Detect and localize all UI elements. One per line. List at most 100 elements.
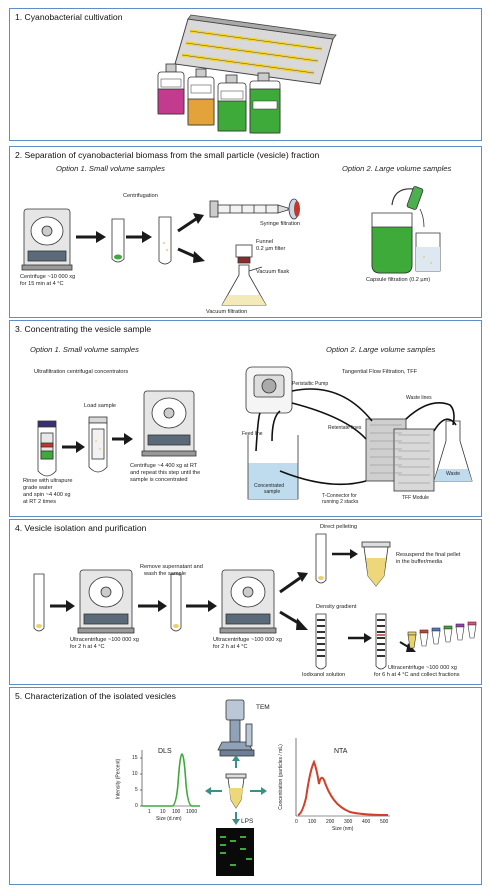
- direct-pelleting-label: Direct pelleting: [320, 524, 357, 530]
- dls-label: DLS: [158, 748, 172, 755]
- nta-xtick: 100: [308, 819, 317, 825]
- panel-title: 4. Vesicle isolation and purification: [15, 523, 147, 533]
- ultracentrifuge-1-a: Ultracentrifuge ~100 000 xg: [70, 637, 139, 643]
- nta-x-axis-label: Size (nm): [332, 826, 354, 832]
- arrow-icon: [62, 433, 133, 453]
- syringe-icon: [209, 198, 300, 220]
- centrifugation-label: Centrifugation: [123, 193, 158, 199]
- separation-illustration: [21, 186, 441, 306]
- dls-xtick: 1000: [186, 809, 198, 815]
- dls-xtick: 1: [148, 809, 151, 815]
- remove-supernatant-a: Remove supernatant and: [140, 564, 203, 570]
- option-1-label: Option 1. Small volume samples: [56, 164, 165, 173]
- culture-bottle-icon: [187, 68, 215, 126]
- panel-title: 1. Cyanobacterial cultivation: [15, 12, 123, 22]
- concentrating-illustration: [37, 366, 473, 500]
- concentrated-a: Concentrated: [254, 483, 285, 489]
- concentrator-tube-icon: [37, 420, 57, 477]
- culture-bottle-icon: [249, 72, 281, 134]
- feed-line-label: Feed line: [242, 431, 263, 437]
- characterization-illustration: [140, 699, 390, 876]
- dls-curve: [142, 753, 200, 807]
- centrifuge-icon: [219, 569, 277, 634]
- nta-label: NTA: [334, 748, 348, 755]
- remove-supernatant-b: wash the sample: [144, 571, 186, 577]
- tconnector-b: running 2 stacks: [322, 499, 359, 505]
- dls-xtick: 100: [172, 809, 181, 815]
- filter-label: 0.2 µm filter: [256, 246, 286, 252]
- funnel-label: Funnel: [256, 239, 274, 245]
- syringe-label: Syringe filtration: [260, 221, 301, 227]
- ultracentrifuge-3-b: for 6 h at 4 °C and collect fractions: [374, 672, 460, 678]
- ultracentrifuge-2-a: Ultracentrifuge ~100 000 xg: [213, 637, 282, 643]
- microscope-icon: [217, 699, 255, 757]
- tff-module-label: TFF Module: [402, 495, 429, 501]
- gradient-tube-icon: [375, 613, 387, 670]
- waste-label: Waste: [446, 471, 460, 477]
- capsule-label: Capsule filtration (0.2 µm): [366, 277, 431, 283]
- lps-gel-icon: [216, 828, 254, 876]
- culture-bottle-icon: [217, 74, 247, 132]
- ultracentrifuge-3-a: Ultracentrifuge ~100 000 xg: [388, 665, 457, 671]
- tem-label: TEM: [256, 704, 270, 711]
- lps-label: LPS: [241, 818, 254, 825]
- centrifuge-icon: [141, 390, 197, 457]
- capsule-filtration-icon: [371, 186, 441, 274]
- dls-xtick: 10: [160, 809, 166, 815]
- peristaltic-pump-icon: [245, 366, 293, 414]
- pump-label: Peristaltic Pump: [292, 381, 329, 387]
- tube-icon: [315, 533, 327, 584]
- tff-module-icon: [365, 418, 435, 492]
- density-gradient-label: Density gradient: [316, 604, 357, 610]
- panel-title: 3. Concentrating the vesicle sample: [15, 324, 152, 334]
- tube-icon: [33, 573, 45, 632]
- gradient-tube-icon: [315, 613, 327, 670]
- tubing-icon: [255, 388, 457, 486]
- panel-isolation: 4. Vesicle isolation and purification: [9, 519, 482, 685]
- vacuum-filtration-label: Vacuum filtration: [206, 309, 248, 315]
- option-2-label: Option 2. Large volume samples: [326, 345, 436, 354]
- culture-bottle-icon: [157, 63, 185, 115]
- dls-plot: [140, 750, 200, 807]
- option-1-label: Option 1. Small volume samples: [30, 345, 139, 354]
- nta-y-axis-label: Concentration (particles / mL): [277, 744, 284, 810]
- isolation-illustration: [33, 533, 477, 670]
- concentrator-tube-icon: [88, 416, 108, 473]
- rinse-c: and spin ~4 400 xg: [23, 492, 71, 498]
- tube-icon: [111, 218, 125, 263]
- nta-curve: [297, 759, 389, 816]
- cultivation-illustration: [157, 14, 337, 134]
- nta-xtick: 300: [344, 819, 353, 825]
- waste-lines-label: Waste lines: [406, 395, 432, 401]
- nta-xtick: 200: [326, 819, 335, 825]
- centrifuge-step-a: Centrifuge ~4 400 xg at RT: [130, 463, 198, 469]
- dls-ytick: 10: [132, 771, 138, 777]
- nta-xtick: 0: [295, 819, 298, 825]
- ultrafiltration-label: Ultrafiltration centrifugal concentrator…: [34, 369, 129, 375]
- dls-ytick: 15: [132, 755, 138, 761]
- load-sample-label: Load sample: [84, 403, 117, 409]
- centrifuge-condition-a: Centrifuge ~10 000 xg: [20, 274, 76, 280]
- nta-xtick: 400: [362, 819, 371, 825]
- concentrated-b: sample: [264, 489, 281, 495]
- option-2-label: Option 2. Large volume samples: [342, 164, 452, 173]
- tff-label: Tangential Flow Filtration, TFF: [342, 369, 418, 375]
- feed-beaker-icon: [247, 435, 299, 500]
- sample-tube-icon: [225, 773, 247, 809]
- dls-ytick: 0: [135, 803, 138, 809]
- nta-xtick: 500: [380, 819, 389, 825]
- rinse-b: grade water: [23, 485, 53, 491]
- vacuum-flask-label: Vacuum flask: [256, 269, 290, 275]
- centrifuge-step-b: and repeat this step until the: [130, 470, 201, 476]
- resuspend-b: in the buffer/media: [396, 559, 443, 565]
- arrow-icon: [205, 755, 267, 825]
- rinse-d: at RT 2 times: [23, 499, 57, 505]
- arrow-icon: [76, 213, 205, 263]
- panel-cultivation: 1. Cyanobacterial cultivation: [9, 8, 482, 141]
- tube-icon: [158, 216, 172, 265]
- panel-characterization: 5. Characterization of the isolated vesi…: [9, 687, 482, 885]
- fraction-tubes-icon: [407, 621, 477, 649]
- grow-lamp-icon: [174, 14, 337, 85]
- nta-plot: [295, 738, 390, 817]
- tube-icon: [170, 573, 182, 632]
